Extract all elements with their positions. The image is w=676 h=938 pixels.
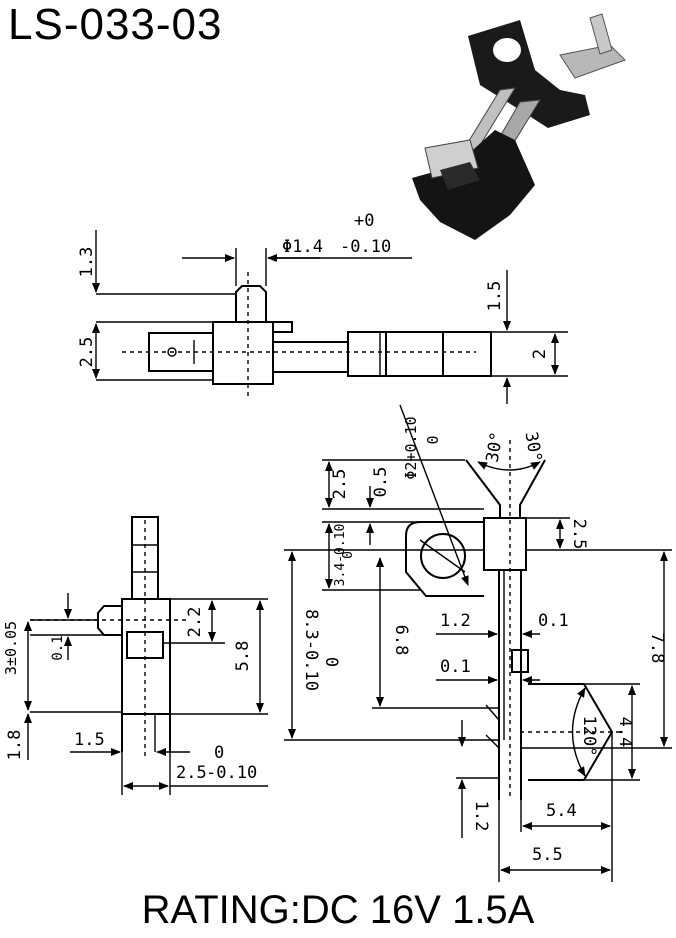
dim-5-5: 5.5: [532, 845, 563, 865]
dia-tol-lower: -0.10: [340, 237, 391, 257]
side-view: 0.1 3±0.05 1.8 2.2 5.8 1.5 0 2.5 -0.10: [2, 516, 268, 795]
dim-2-5-side-upper: 0: [214, 743, 224, 763]
dim-2-2: 2.2: [185, 607, 205, 638]
dim-5-4: 5.4: [546, 801, 577, 821]
angle-120: 120°: [579, 716, 599, 757]
dim-5-8: 5.8: [233, 641, 253, 672]
dim-2-5-side-lower: -0.10: [206, 763, 257, 783]
switch-photo-icon: [412, 13, 626, 240]
dim-0-1-side: 0.1: [50, 635, 66, 660]
dim-1-2-mid: 1.2: [440, 611, 471, 631]
front-view: 30° 30° Φ2+0.10 0 2.5 0.5 0 3.4-0.10 0 8…: [284, 404, 672, 882]
rating-label: RATING:DC 16V 1.5A: [141, 888, 535, 932]
dim-1-3: 1.3: [77, 247, 97, 278]
dim-0-1-right: 0.1: [538, 611, 569, 631]
dim-3-4-upper: 0: [341, 551, 356, 559]
dim-6-8: 6.8: [391, 625, 411, 656]
dim-1-2-bottom: 1.2: [471, 801, 491, 832]
dim-3-tol: 3±0.05: [2, 621, 20, 675]
angle-30-right: 30°: [520, 430, 545, 464]
dim-1-8: 1.8: [5, 730, 25, 761]
dia-tol-upper: +0: [354, 211, 374, 231]
part-number-title: LS-033-03: [8, 0, 223, 49]
dim-1-5-top: 1.5: [485, 281, 505, 312]
dim-7-8: 7.8: [647, 633, 667, 664]
dim-2: 2: [530, 349, 550, 359]
dim-2-5-side: 2.5: [176, 763, 207, 783]
dim-0-1-left: 0.1: [440, 657, 471, 677]
hole-dia-upper: 0: [424, 435, 442, 444]
dim-8-3-upper: 0: [321, 657, 341, 667]
angle-30-left: 30°: [483, 430, 508, 464]
hole-dia: Φ2+0.10: [402, 416, 420, 479]
dim-2-5-front-left: 2.5: [330, 469, 350, 500]
dim-3-4: 3.4-0.10: [333, 524, 348, 587]
dia-1-4: Φ1.4: [282, 237, 323, 257]
dim-8-3: 8.3-0.10: [301, 609, 321, 691]
top-view: 1.3 2.5 Φ1.4 +0 -0.10 1.5 2: [77, 211, 568, 404]
dim-1-5-side: 1.5: [74, 730, 105, 750]
dim-2-5: 2.5: [77, 337, 97, 368]
dim-0-5: 0.5: [371, 467, 391, 498]
dim-2-5-front-right: 2.5: [569, 519, 589, 550]
dim-4-4: 4.4: [615, 717, 635, 748]
